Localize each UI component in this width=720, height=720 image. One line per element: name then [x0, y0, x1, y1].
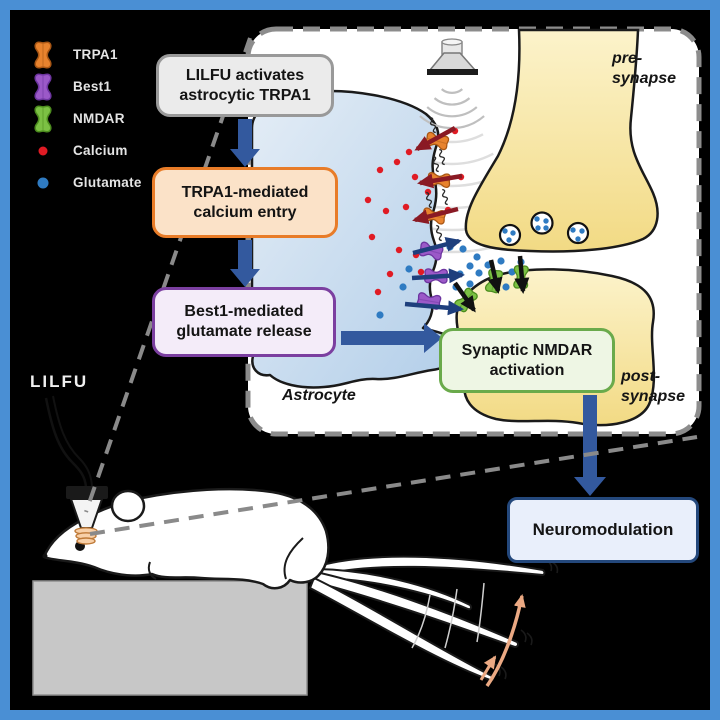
tail-movement-arrows: [479, 594, 526, 687]
flow-step-text: LILFU activates: [185, 66, 305, 84]
glutamate-dot-icon: [26, 168, 60, 198]
calcium-dots: [364, 127, 465, 296]
tail-tip-marks: [494, 559, 559, 680]
flow-step-text: Best1-mediated: [184, 303, 304, 321]
nmdar-channel-icon: [26, 104, 60, 134]
legend-item-best1: Best1: [26, 72, 142, 101]
flow-arrows: [230, 119, 606, 496]
magnifier-dashed-lines: [84, 37, 698, 536]
astrocyte-label: Astrocyte: [282, 387, 356, 404]
calcium-dot-icon: [26, 136, 60, 166]
glutamate-release-arrows: [404, 237, 465, 316]
flow-step-text: calcium entry: [193, 203, 297, 221]
presynapse-label: pre- synapse: [612, 50, 677, 88]
probe-cable: [44, 397, 88, 488]
mouse-hindleg: [283, 537, 304, 580]
legend-item-trpa1: TRPA1: [26, 40, 142, 69]
flow-step-text: astrocytic TRPA1: [179, 86, 311, 104]
mouse-illustration: [32, 395, 559, 696]
legend: TRPA1 Best1 NMDAR Calcium Glutamate: [26, 40, 142, 197]
best1-channel-icon: [26, 72, 60, 102]
flow-step-nmdar-activation: Synaptic NMDAR activation: [439, 328, 615, 393]
legend-label: TRPA1: [73, 47, 118, 62]
mouse-foreleg: [147, 561, 157, 580]
calcium-entry-arrows: [412, 126, 463, 225]
postsynapse-label: post- synapse: [621, 368, 686, 406]
probe-coil: [74, 527, 98, 545]
legend-label: Glutamate: [73, 175, 142, 190]
legend-label: NMDAR: [73, 111, 125, 126]
presynapse-shape: [464, 28, 659, 253]
lilfu-device-label: LILFU: [30, 372, 89, 391]
legend-item-calcium: Calcium: [26, 136, 142, 165]
nmdar-activation-arrows: [453, 255, 530, 313]
legend-label: Calcium: [73, 143, 128, 158]
ultrasound-transducer-icon: [427, 38, 478, 75]
flow-step-lilfu-activates-trpa1: LILFU activates astrocytic TRPA1: [156, 54, 334, 117]
flow-step-text: glutamate release: [176, 323, 312, 340]
probe-cable2: [52, 395, 93, 487]
mouse-nose: [42, 553, 48, 559]
tail-flick-marks: [411, 582, 485, 649]
legend-label: Best1: [73, 79, 112, 94]
platform: [32, 580, 308, 696]
lilfu-probe: [44, 395, 108, 545]
trpa1-channel-icon: [26, 40, 60, 70]
tail-motion: [308, 555, 546, 682]
flow-step-glutamate-release: Best1-mediated glutamate release: [152, 287, 336, 357]
mouse-ear: [110, 489, 146, 523]
flow-step-calcium-entry: TRPA1-mediated calcium entry: [152, 167, 338, 238]
vesicles: [498, 211, 590, 247]
legend-item-nmdar: NMDAR: [26, 104, 142, 133]
flow-step-text: activation: [489, 361, 565, 379]
flow-step-text: TRPA1-mediated: [181, 183, 309, 201]
flow-step-text: Neuromodulation: [532, 519, 674, 539]
flow-step-text: Synaptic NMDAR: [461, 341, 593, 359]
legend-item-glutamate: Glutamate: [26, 168, 142, 197]
flow-step-neuromodulation: Neuromodulation: [507, 497, 699, 563]
